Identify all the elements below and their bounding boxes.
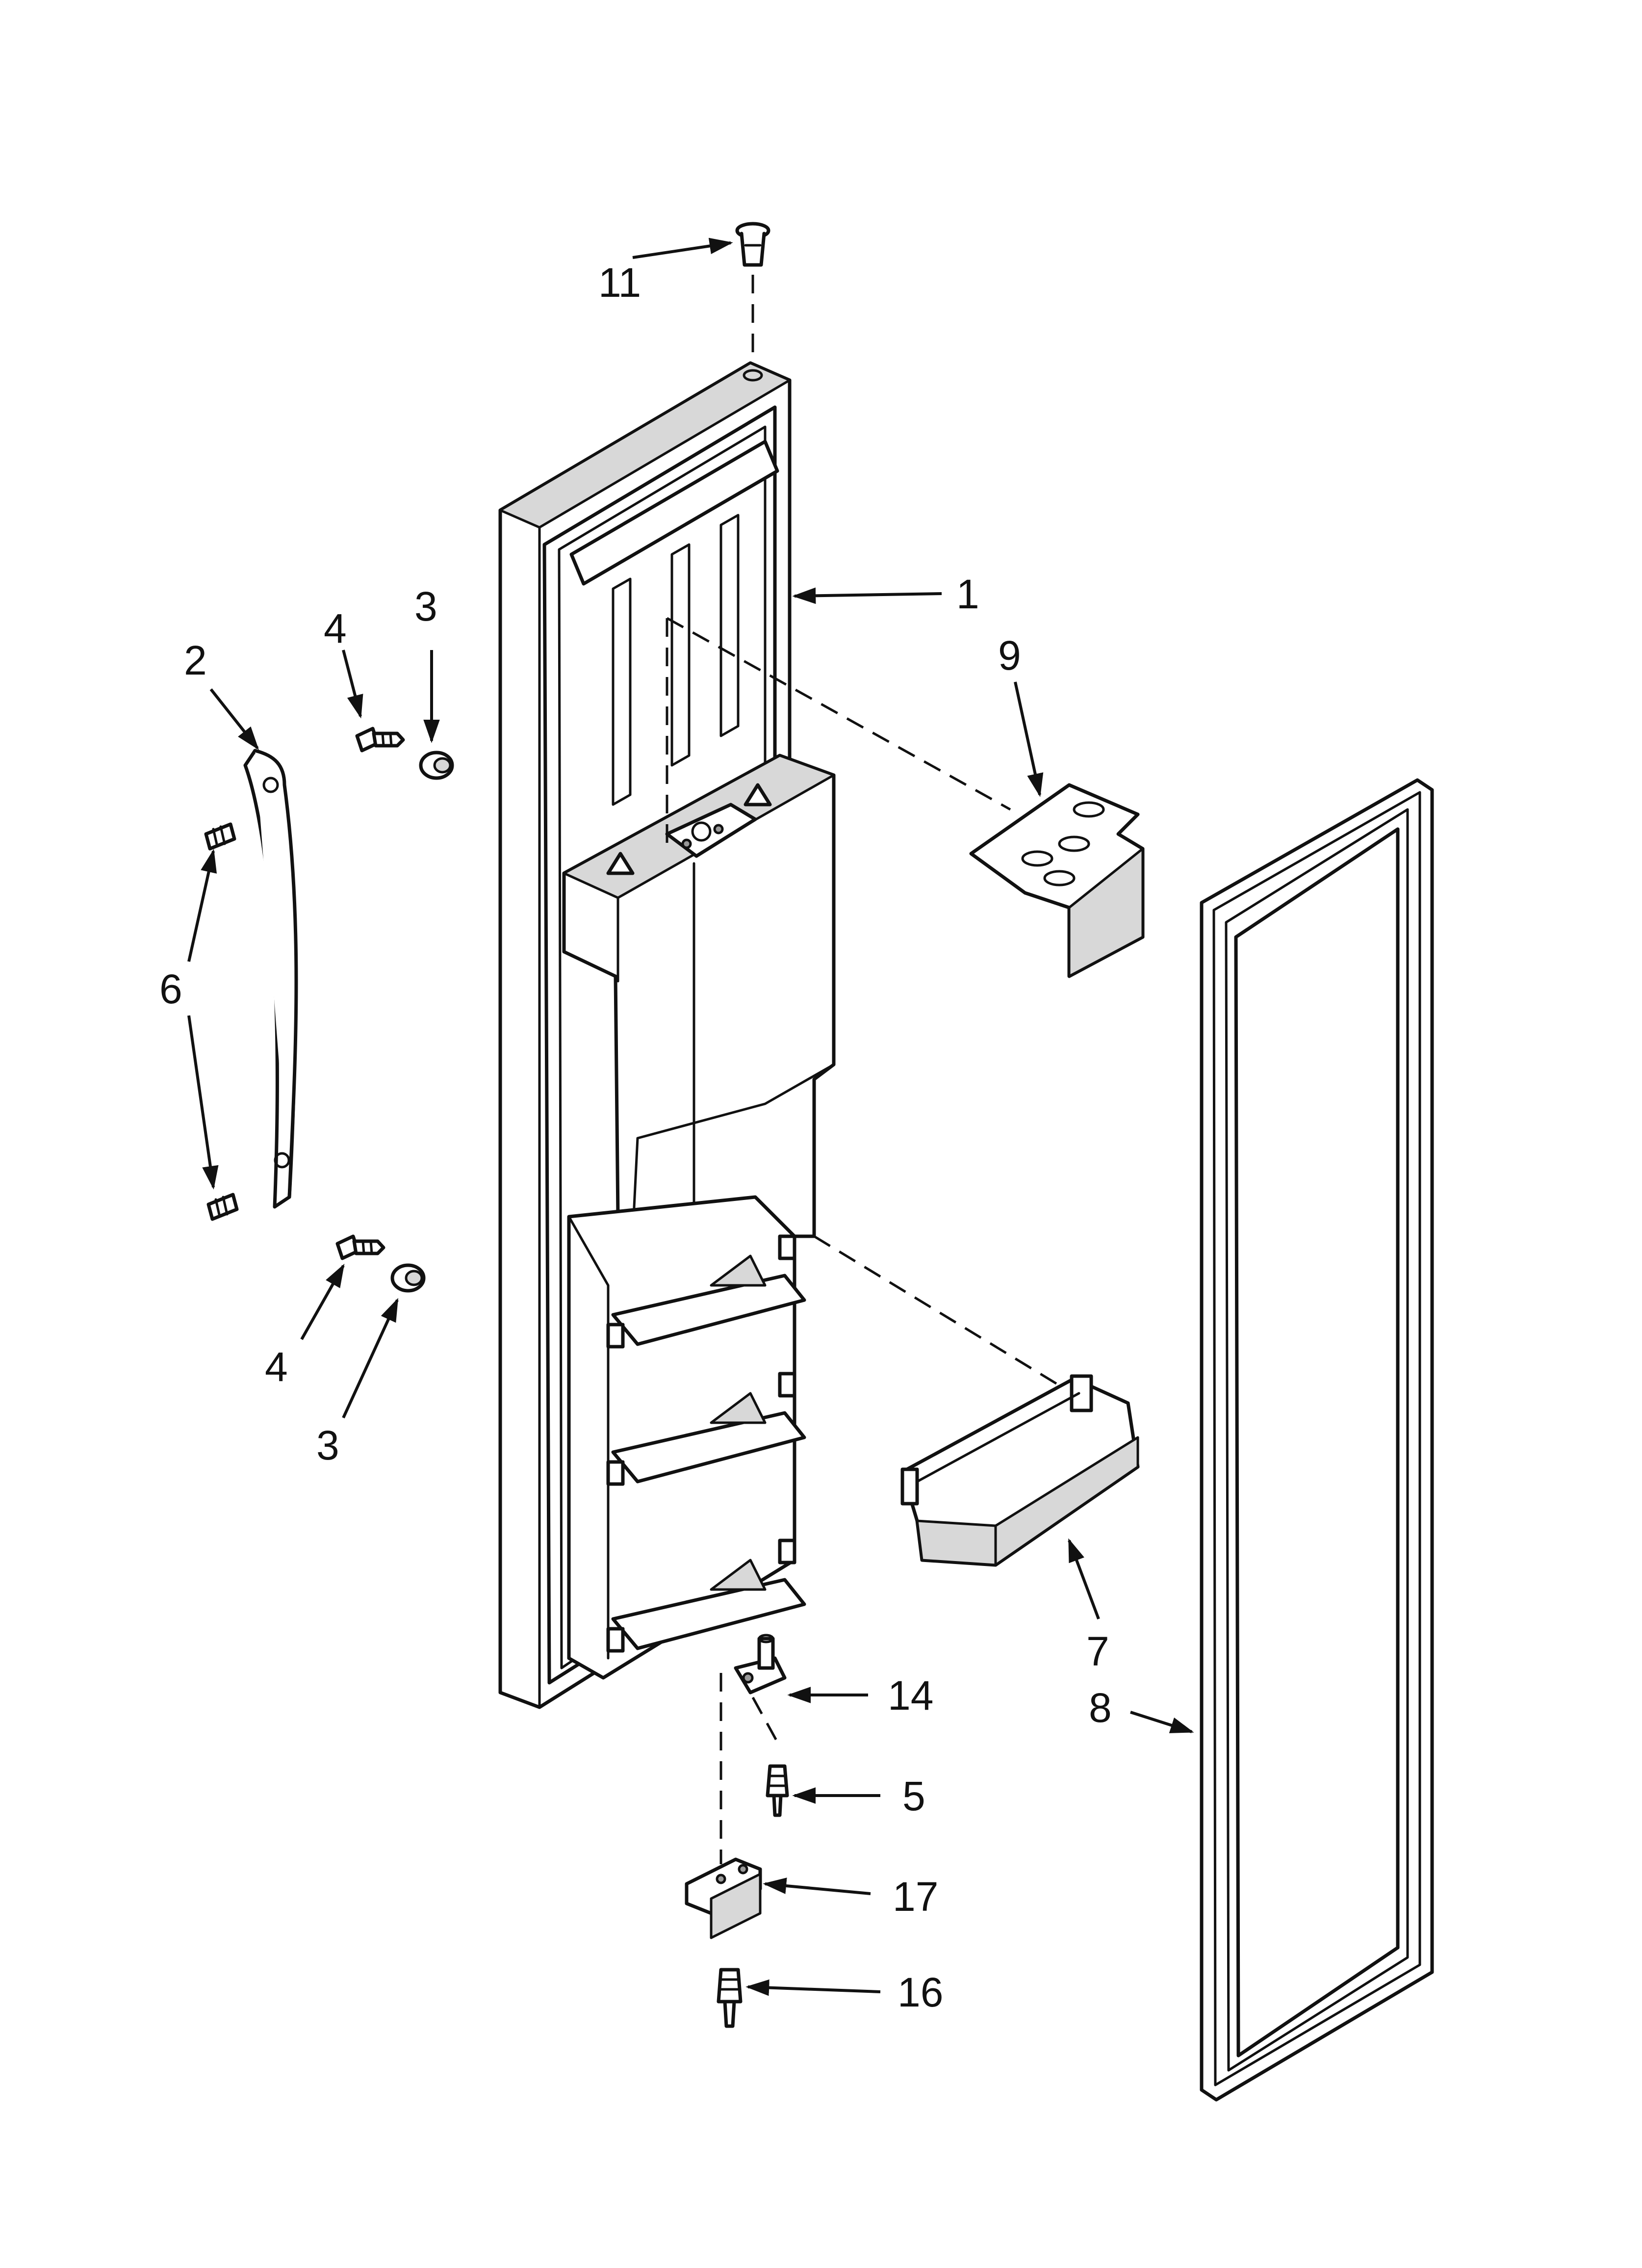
part-9-bracket	[969, 783, 1145, 978]
part-3-spacer-lower	[390, 1263, 426, 1293]
callout-9: 9	[998, 632, 1021, 678]
part-7-door-bin	[900, 1374, 1140, 1567]
part-17-lower-hinge	[685, 1857, 762, 1939]
part-11-plug	[735, 222, 770, 363]
part-5-screw	[766, 1764, 789, 1817]
part-16-screw	[717, 1968, 743, 2028]
callout-5: 5	[902, 1773, 925, 1819]
callout-11: 11	[598, 260, 641, 306]
part-6-screw-lower	[206, 1193, 239, 1221]
part-4-screw-lower	[335, 1234, 385, 1260]
callout-16: 16	[898, 1969, 943, 2015]
part-4-screw-upper	[355, 727, 405, 753]
part-3-spacer-upper	[419, 751, 454, 780]
callout-6: 6	[159, 966, 182, 1012]
callout-2: 2	[184, 637, 207, 683]
callout-4-upper: 4	[324, 605, 347, 652]
callout-3-lower: 3	[316, 1422, 339, 1468]
leader-lines	[187, 237, 1194, 1996]
callout-14: 14	[888, 1672, 933, 1719]
part-6-screw-upper	[204, 822, 236, 851]
callout-labels: 11 1 9 2 4 3 6 4 3 7 8 14 5 17 16	[159, 260, 1112, 2015]
part-2-handle	[243, 749, 298, 1209]
callout-4-lower: 4	[265, 1344, 288, 1390]
callout-3-upper: 3	[414, 583, 437, 629]
callout-17: 17	[893, 1874, 938, 1920]
callout-1: 1	[956, 571, 979, 617]
callout-8: 8	[1089, 1685, 1112, 1731]
part-8-gasket	[1200, 778, 1434, 2102]
part-14-hinge-pin	[734, 1634, 787, 1694]
callout-7: 7	[1086, 1628, 1109, 1674]
part-1-door-assembly	[498, 361, 836, 1709]
